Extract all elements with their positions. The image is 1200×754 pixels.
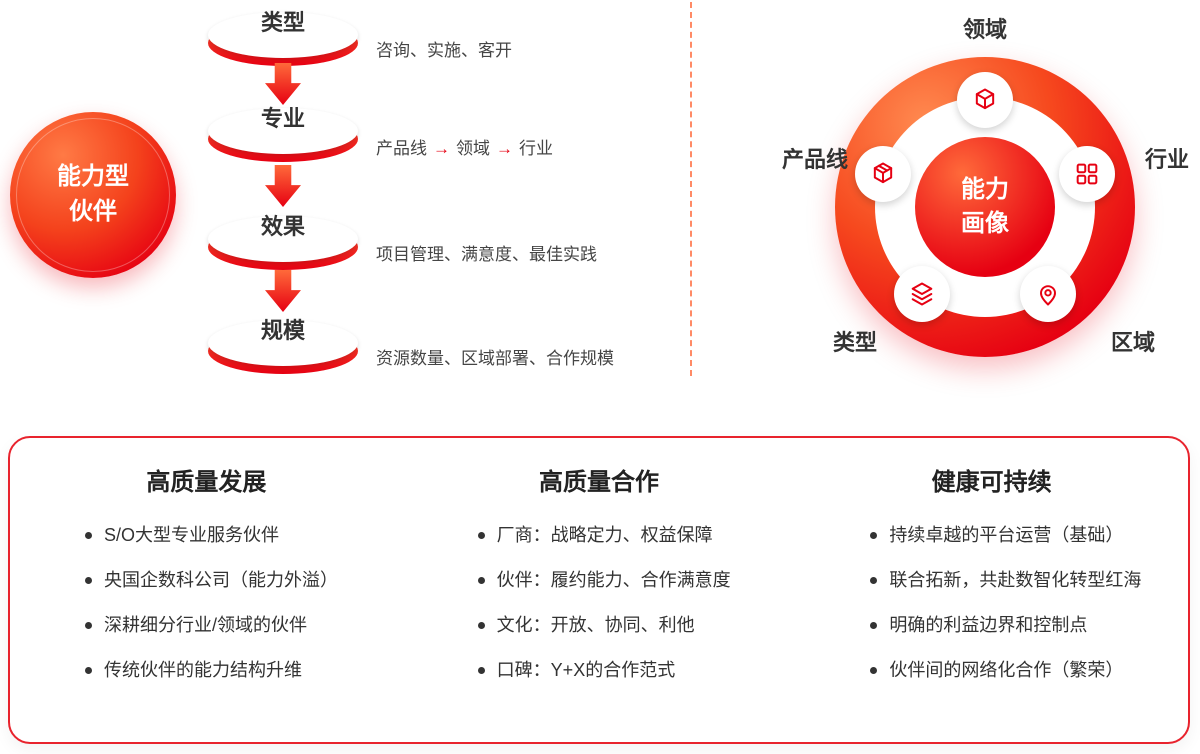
list-item-text: S/O大型专业服务伙伴 [104, 525, 280, 545]
bullet-icon [477, 577, 485, 584]
bullet-icon [85, 532, 92, 539]
down-arrow-icon [265, 165, 301, 207]
radar-label-type: 类型 [832, 330, 878, 355]
funnel-step-desc: 项目管理、满意度、最佳实践 [376, 245, 597, 264]
funnel-step-label: 类型 [260, 10, 305, 35]
down-arrow-icon [265, 270, 301, 312]
radar-node-domain [957, 72, 1013, 128]
radar-label-product-line: 产品线 [781, 147, 849, 172]
layers-icon [911, 282, 933, 306]
list-item: 传统伙伴的能力结构升维 [85, 657, 403, 684]
radar-node-region [1020, 266, 1076, 322]
list-item: 口碑：Y+X的合作范式 [477, 657, 796, 684]
list-item-text: 明确的利益边界和控制点 [889, 615, 1088, 635]
down-arrow-icon [265, 63, 301, 105]
disc-face [208, 12, 358, 58]
funnel-step-label: 规模 [260, 318, 305, 343]
radar-label-industry: 行业 [1144, 147, 1190, 172]
list-item-text: 深耕细分行业/领域的伙伴 [104, 615, 307, 635]
list-item: 央国企数科公司（能力外溢） [85, 567, 403, 594]
cube-icon [975, 88, 995, 110]
radar-label-domain: 领域 [962, 17, 1008, 42]
list-item: 伙伴间的网络化合作（繁荣） [870, 657, 1188, 684]
radar-node-product-line [855, 146, 911, 202]
list-item-text: 联合拓新，共赴数智化转型红海 [889, 570, 1142, 590]
location-pin-icon [1040, 285, 1056, 306]
card-item-list: 持续卓越的平台运营（基础） 联合拓新，共赴数智化转型红海 明确的利益边界和控制点… [795, 522, 1188, 684]
desc-part: 行业 [519, 139, 553, 158]
list-item-text: 传统伙伴的能力结构升维 [104, 660, 302, 680]
list-item: 厂商：战略定力、权益保障 [477, 522, 796, 549]
disc-face [208, 216, 358, 262]
bullet-icon [85, 667, 92, 674]
partner-label-line2: 伙伴 [69, 198, 117, 225]
list-item-text: 伙伴间的网络化合作（繁荣） [889, 660, 1124, 680]
list-item-text: 持续卓越的平台运营（基础） [889, 525, 1124, 545]
list-item: 文化：开放、协同、利他 [477, 612, 796, 639]
top-section: 能力型 伙伴 类型 咨询、实施、客开 专业 产品线→领域→行业 效果 项目管 [10, 0, 1200, 414]
disc-face [208, 108, 358, 154]
capability-radar: 能力 画像 [760, 0, 1200, 414]
funnel-step-effect: 效果 [208, 214, 358, 270]
list-item: 深耕细分行业/领域的伙伴 [85, 612, 403, 639]
package-icon [873, 162, 893, 184]
funnel-step-scale: 规模 [208, 318, 358, 374]
card-item-list: S/O大型专业服务伙伴 央国企数科公司（能力外溢） 深耕细分行业/领域的伙伴 传… [10, 522, 403, 684]
bullet-icon [870, 577, 878, 584]
list-item-text: 厂商：战略定力、权益保障 [496, 525, 713, 545]
list-item: 伙伴：履约能力、合作满意度 [477, 567, 796, 594]
card-title: 健康可持续 [931, 469, 1052, 496]
card-column-sustainable: 健康可持续 持续卓越的平台运营（基础） 联合拓新，共赴数智化转型红海 明确的利益… [795, 468, 1188, 742]
summary-card: 高质量发展 S/O大型专业服务伙伴 央国企数科公司（能力外溢） 深耕细分行业/领… [8, 436, 1190, 744]
funnel-step-desc: 产品线 → 领域 → 行业 [376, 134, 553, 159]
arrow-right-icon: → [433, 139, 450, 158]
bullet-icon [870, 532, 878, 539]
bullet-icon [85, 622, 92, 629]
bullet-icon [870, 667, 878, 674]
list-item: 联合拓新，共赴数智化转型红海 [870, 567, 1188, 594]
radar-center-line2: 画像 [961, 210, 1009, 237]
list-item: 持续卓越的平台运营（基础） [870, 522, 1188, 549]
partner-label-line1: 能力型 [57, 163, 129, 191]
radar-label-region: 区域 [1110, 330, 1156, 355]
desc-part: 产品线 [376, 139, 427, 158]
radar-node-industry [1059, 146, 1115, 202]
bullet-icon [477, 532, 485, 539]
bullet-icon [477, 667, 485, 674]
list-item-text: 央国企数科公司（能力外溢） [104, 570, 338, 590]
grid-icon [1076, 163, 1098, 185]
radar-center-line1: 能力 [961, 176, 1009, 204]
capability-partner-bubble: 能力型 伙伴 [10, 112, 176, 278]
radar-node-type [894, 266, 950, 322]
card-column-cooperation: 高质量合作 厂商：战略定力、权益保障 伙伴：履约能力、合作满意度 文化：开放、协… [403, 468, 796, 742]
funnel-step-type: 类型 [208, 10, 358, 66]
list-item-text: 伙伴：履约能力、合作满意度 [496, 570, 731, 590]
arrow-right-icon: → [496, 139, 513, 158]
bullet-icon [477, 622, 485, 629]
bullet-icon [85, 577, 92, 584]
capability-partner-label: 能力型 伙伴 [57, 160, 129, 230]
funnel-step-label: 效果 [260, 214, 305, 239]
disc-face [208, 320, 358, 366]
funnel-step-desc: 咨询、实施、客开 [376, 41, 512, 60]
list-item-text: 文化：开放、协同、利他 [496, 615, 695, 635]
list-item: 明确的利益边界和控制点 [870, 612, 1188, 639]
list-item-text: 口碑：Y+X的合作范式 [496, 660, 676, 680]
card-item-list: 厂商：战略定力、权益保障 伙伴：履约能力、合作满意度 文化：开放、协同、利他 口… [403, 522, 796, 684]
card-column-development: 高质量发展 S/O大型专业服务伙伴 央国企数科公司（能力外溢） 深耕细分行业/领… [10, 468, 403, 742]
card-title: 高质量发展 [146, 469, 267, 496]
list-item: S/O大型专业服务伙伴 [85, 522, 403, 549]
funnel-step-desc: 资源数量、区域部署、合作规模 [376, 349, 614, 368]
dashed-divider [690, 2, 692, 376]
capability-portrait-circle: 能力 画像 [915, 137, 1055, 277]
bullet-icon [870, 622, 878, 629]
funnel-step-professional: 专业 [208, 106, 358, 162]
card-title: 高质量合作 [539, 469, 659, 496]
desc-part: 领域 [456, 139, 490, 158]
funnel-step-label: 专业 [260, 106, 305, 131]
